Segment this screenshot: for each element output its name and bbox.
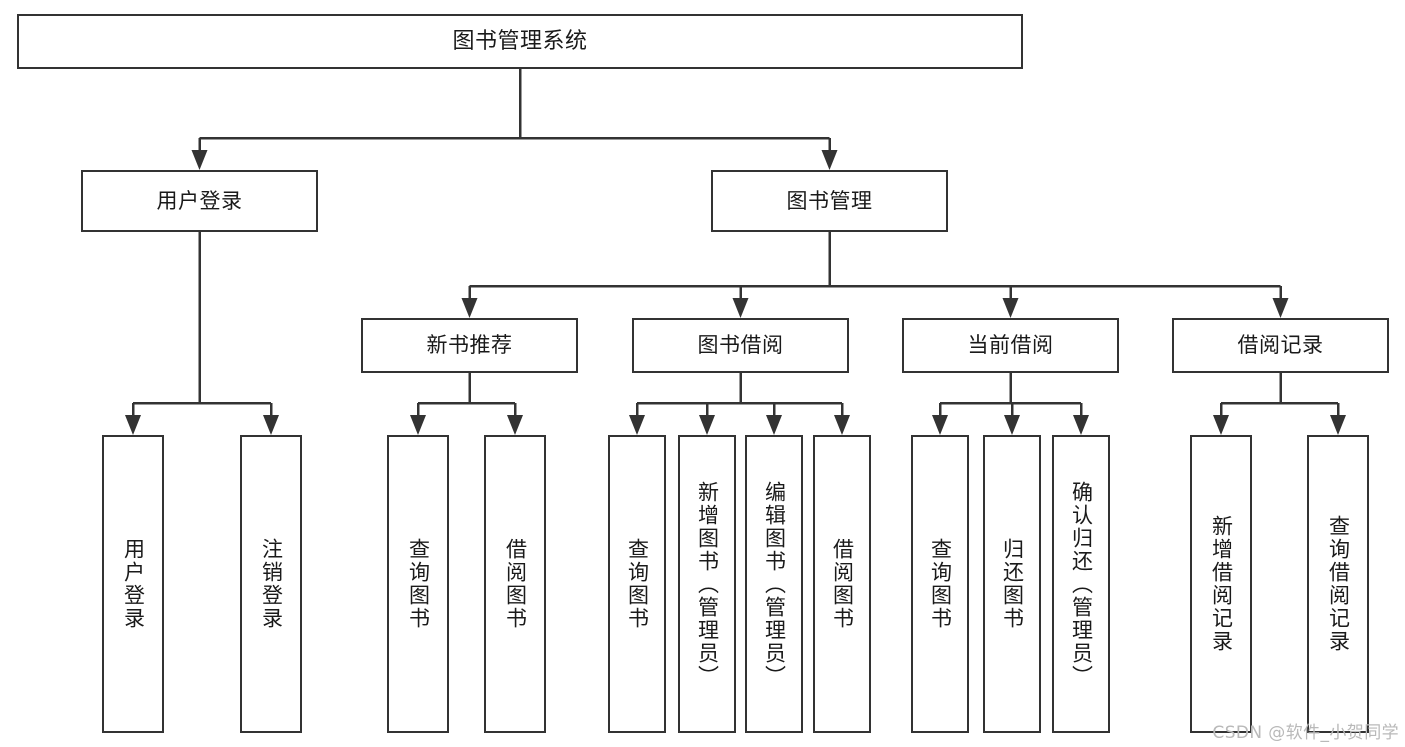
node-book-borrow-label: 图书借阅 [697, 333, 784, 358]
node-new-book-rec[interactable]: 新书推荐 [361, 318, 578, 373]
node-current-borrow-label: 当前借阅 [967, 333, 1054, 358]
node-leaf-user-login-label: 用户登录 [121, 538, 146, 630]
node-user-login[interactable]: 用户登录 [81, 170, 318, 232]
node-root[interactable]: 图书管理系统 [17, 14, 1023, 69]
node-user-login-label: 用户登录 [156, 188, 243, 213]
node-leaf-query-book-2[interactable]: 查询图书 [608, 435, 666, 733]
node-leaf-return-book-label: 归还图书 [1000, 538, 1025, 630]
node-leaf-add-record[interactable]: 新增借阅记录 [1190, 435, 1252, 733]
node-leaf-query-book-3[interactable]: 查询图书 [911, 435, 969, 733]
node-new-book-rec-label: 新书推荐 [426, 333, 513, 358]
node-leaf-confirm-return-label: 确认归还（管理员） [1069, 480, 1094, 688]
node-current-borrow[interactable]: 当前借阅 [902, 318, 1119, 373]
node-leaf-query-record[interactable]: 查询借阅记录 [1307, 435, 1369, 733]
node-borrow-record-label: 借阅记录 [1237, 333, 1324, 358]
node-leaf-query-book-1[interactable]: 查询图书 [387, 435, 449, 733]
node-leaf-borrow-book-1-label: 借阅图书 [503, 538, 528, 630]
node-leaf-edit-book-label: 编辑图书（管理员） [762, 480, 787, 688]
node-leaf-borrow-book-2[interactable]: 借阅图书 [813, 435, 871, 733]
node-leaf-add-book-label: 新增图书（管理员） [695, 480, 720, 688]
node-book-borrow[interactable]: 图书借阅 [632, 318, 849, 373]
node-root-label: 图书管理系统 [452, 28, 588, 54]
node-leaf-query-record-label: 查询借阅记录 [1326, 515, 1351, 653]
watermark-text: CSDN @软件_小贺同学 [1212, 723, 1399, 743]
node-leaf-confirm-return[interactable]: 确认归还（管理员） [1052, 435, 1110, 733]
node-leaf-query-book-3-label: 查询图书 [928, 538, 953, 630]
node-leaf-query-book-2-label: 查询图书 [625, 538, 650, 630]
node-leaf-borrow-book-1[interactable]: 借阅图书 [484, 435, 546, 733]
node-leaf-logout[interactable]: 注销登录 [240, 435, 302, 733]
node-leaf-add-book[interactable]: 新增图书（管理员） [678, 435, 736, 733]
node-leaf-add-record-label: 新增借阅记录 [1209, 515, 1234, 653]
node-leaf-edit-book[interactable]: 编辑图书（管理员） [745, 435, 803, 733]
node-leaf-query-book-1-label: 查询图书 [406, 538, 431, 630]
node-leaf-user-login[interactable]: 用户登录 [102, 435, 164, 733]
node-book-manage-label: 图书管理 [786, 188, 873, 213]
node-leaf-return-book[interactable]: 归还图书 [983, 435, 1041, 733]
node-borrow-record[interactable]: 借阅记录 [1172, 318, 1389, 373]
node-leaf-borrow-book-2-label: 借阅图书 [830, 538, 855, 630]
node-book-manage[interactable]: 图书管理 [711, 170, 948, 232]
node-leaf-logout-label: 注销登录 [259, 538, 284, 630]
